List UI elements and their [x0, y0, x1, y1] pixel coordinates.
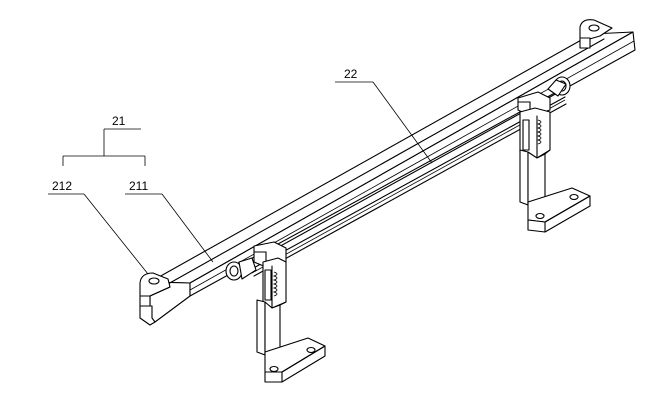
- label-group-21: 21: [62, 114, 146, 166]
- label-group-22: 22: [335, 67, 433, 164]
- right-pivot: [547, 76, 571, 97]
- left-pivot: [225, 257, 257, 281]
- label-group-211: 211: [125, 179, 214, 263]
- label-21: 21: [112, 114, 126, 128]
- right-leg: [517, 91, 591, 233]
- label-22: 22: [344, 67, 358, 81]
- label-212: 212: [52, 179, 72, 193]
- long-rail: [149, 31, 636, 323]
- left-leg: [253, 241, 326, 383]
- label-211: 211: [129, 179, 148, 193]
- slide-rod: [244, 88, 567, 277]
- left-end-bracket: [139, 272, 171, 326]
- label-group-212: 212: [48, 179, 149, 275]
- right-end-bracket: [579, 19, 613, 49]
